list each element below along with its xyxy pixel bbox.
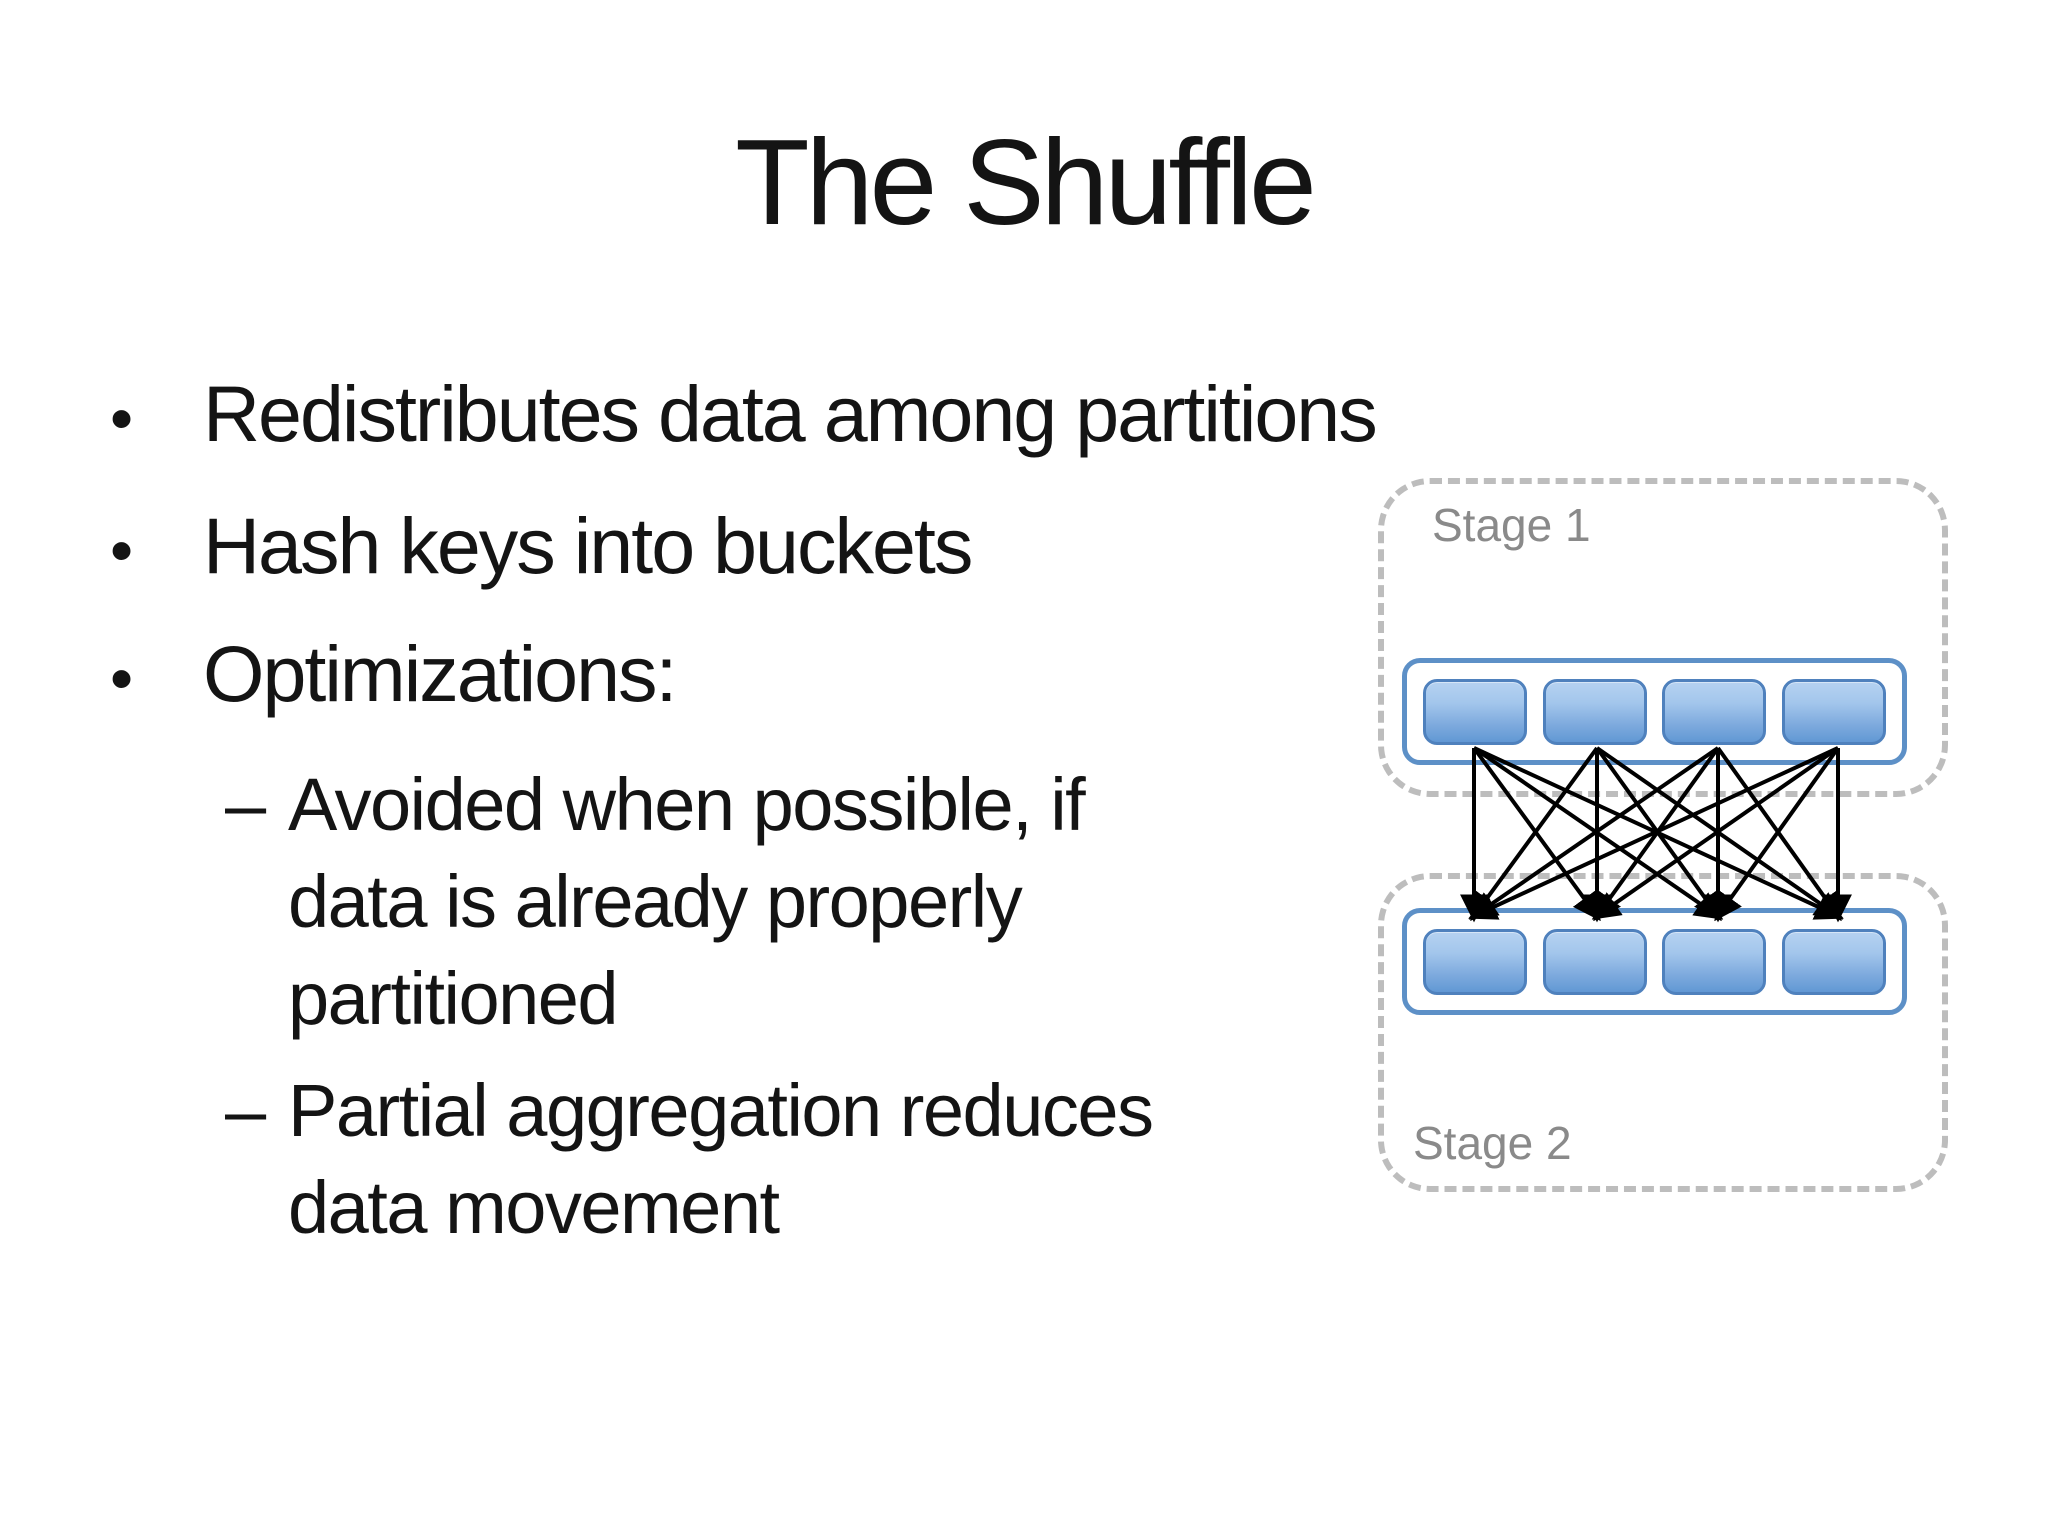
bullet-marker: • [110,641,133,715]
bullet-text: Optimizations: [203,629,678,718]
bullet-text: Redistributes data among partitions [203,369,1378,458]
bullet-marker: • [110,513,133,587]
sub-bullet-item: – Partial aggregation reduces data movem… [225,1062,1154,1256]
partition-box [1423,928,1527,995]
sub-bullet-marker: – [225,763,266,846]
stage1-partition-container [1402,658,1907,765]
stage1-label: Stage 1 [1432,499,1591,551]
partition-box [1542,678,1647,745]
bullet-text: Hash keys into buckets [203,501,973,590]
stage2-label: Stage 2 [1413,1117,1572,1169]
shuffle-diagram: Stage 1 Stage 2 [1378,478,1948,1195]
stage2-partition-container [1402,908,1907,1015]
partition-box [1423,678,1527,745]
partition-box [1781,678,1886,745]
bullet-item: • Optimizations: [110,629,678,718]
partition-box [1662,928,1767,995]
sub-bullet-text: Partial aggregation reduces data movemen… [288,1069,1154,1249]
partition-box [1781,928,1886,995]
sub-bullet-marker: – [225,1069,266,1152]
bullet-marker: • [110,381,133,455]
slide-title: The Shuffle [735,114,1317,250]
sub-bullet-item: – Avoided when possible, if data is alre… [225,756,1086,1047]
partition-box [1542,928,1647,995]
bullet-item: • Redistributes data among partitions [110,369,1378,458]
partition-box [1662,678,1767,745]
sub-bullet-text: Avoided when possible, if data is alread… [288,763,1086,1040]
bullet-item: • Hash keys into buckets [110,501,973,590]
